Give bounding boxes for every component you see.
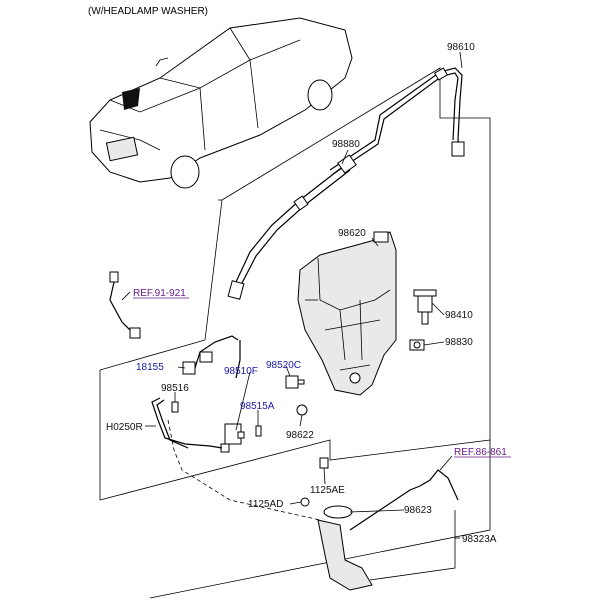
label-H0250R: H0250R [106, 422, 143, 433]
small-parts [171, 375, 329, 507]
label-98516: 98516 [161, 383, 189, 394]
reference-labels: REF.91-921 REF.86-861 [133, 288, 511, 458]
hose-98880 [227, 154, 357, 300]
washer-location-marker [122, 88, 140, 110]
part-98520C-shape [285, 375, 299, 389]
ref-link-86-861[interactable]: REF.86-861 [454, 447, 507, 458]
ref-91921-parts [109, 271, 141, 339]
part-labels: 98610 98880 98620 98410 98830 18155 9851… [106, 42, 497, 545]
label-98323A: 98323A [462, 534, 497, 545]
dashed-routing [167, 419, 321, 521]
part-98515A-shape [255, 425, 262, 437]
reservoir-98620 [297, 231, 397, 396]
pump-98410 [413, 289, 437, 325]
label-98610: 98610 [447, 42, 475, 53]
part-1125AE-shape [319, 457, 329, 469]
label-98830: 98830 [445, 337, 473, 348]
leader-lines [121, 51, 463, 581]
motor-98510F [220, 423, 245, 453]
diagram-title: (W/HEADLAMP WASHER) [88, 6, 208, 17]
hose-98610 [329, 67, 465, 175]
label-1125AE: 1125AE [310, 485, 345, 496]
label-18155: 18155 [136, 362, 164, 373]
ref-hose [419, 469, 459, 501]
grommet-98830 [409, 339, 425, 351]
label-98622: 98622 [286, 430, 314, 441]
part-1125AD-shape [300, 497, 310, 507]
label-98620: 98620 [338, 228, 366, 239]
part-98516-shape [171, 401, 179, 413]
label-98520C: 98520C [266, 360, 301, 371]
filler-98323A [317, 485, 421, 591]
harness-18155 [182, 335, 241, 379]
label-98880: 98880 [332, 139, 360, 150]
hose-H0250R [151, 397, 223, 449]
label-98515A: 98515A [240, 401, 275, 412]
label-98623: 98623 [404, 505, 432, 516]
part-98622-shape [296, 404, 308, 416]
cap-98623-shape [323, 505, 353, 519]
car-illustration [89, 17, 353, 189]
label-98410: 98410 [445, 310, 473, 321]
label-1125AD: 1125AD [248, 499, 283, 510]
ref-link-91-921[interactable]: REF.91-921 [133, 288, 186, 299]
label-98510F: 98510F [224, 366, 258, 377]
